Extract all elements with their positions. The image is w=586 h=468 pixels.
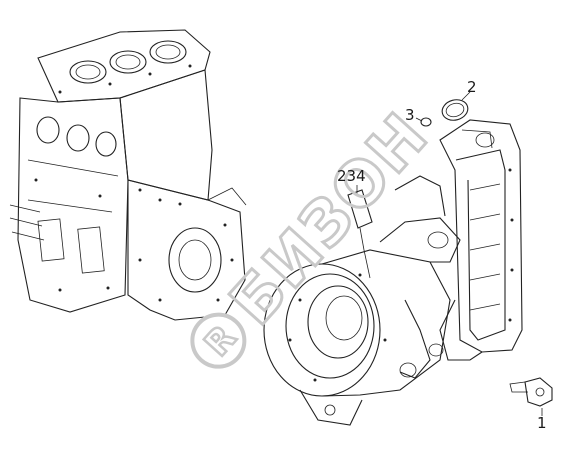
leader-lines [356,91,543,416]
bolt [509,377,553,407]
callout-234: 234 [337,167,366,185]
watermark-text: БИЗОН [216,98,443,338]
callout-3: 3 [405,106,415,124]
callout-1: 1 [537,414,547,432]
tall-bracket [439,119,523,361]
small-washer [420,117,432,127]
callout-2: 2 [467,78,477,96]
watermark: R БИЗОН [190,97,444,369]
engine-block [9,29,247,321]
pump-housing [263,175,461,426]
o-ring [441,99,469,121]
